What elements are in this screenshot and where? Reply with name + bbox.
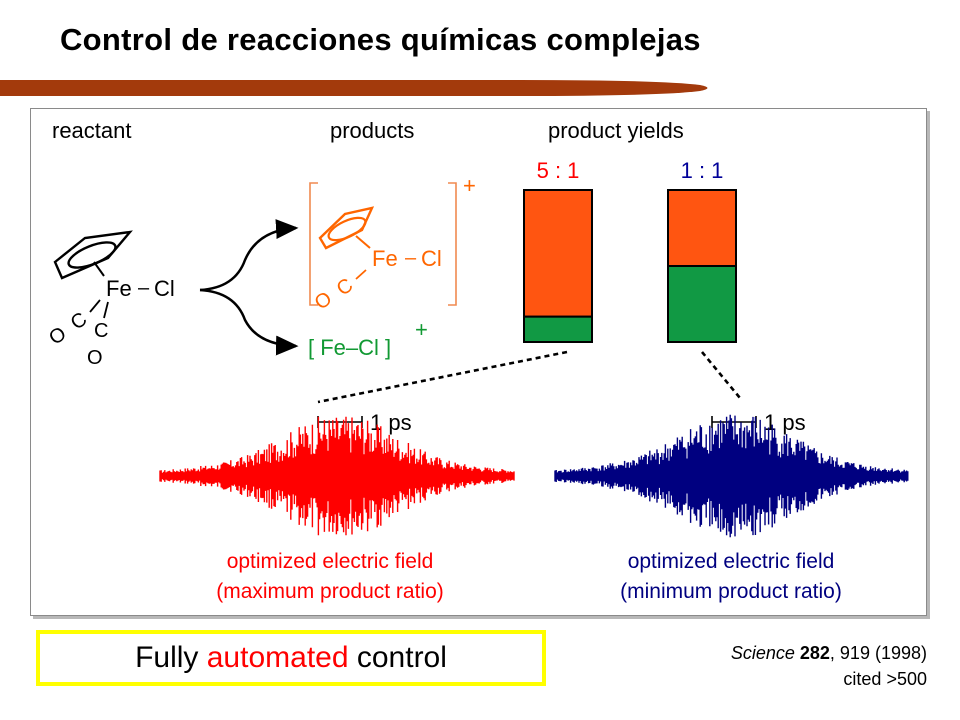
title-rule — [0, 80, 708, 96]
figure-frame — [30, 108, 927, 616]
header-product-yields: product yields — [548, 118, 684, 143]
yield-bar-2-lower-segment — [667, 265, 737, 343]
reactant-bond: – — [138, 277, 150, 299]
reactant-carbon-1: C — [67, 308, 91, 334]
field-blue-caption-line2: (minimum product ratio) — [620, 580, 842, 603]
product-upper-carbon: C — [333, 274, 357, 300]
connector-left — [317, 350, 568, 404]
yield-bar-1-upper-segment — [523, 189, 593, 318]
citation: Science 282, 919 (1998) cited >500 — [731, 640, 927, 692]
header-products: products — [330, 118, 414, 143]
reactant-molecule: Fe – Cl C O C O — [45, 230, 175, 369]
citation-journal: Science — [730, 643, 795, 663]
arrow-lower — [199, 288, 299, 356]
reactant-carbon-2: C — [94, 320, 108, 342]
automated-control-box: Fully automated control — [36, 630, 546, 686]
field-red-wave-trace — [159, 416, 515, 536]
product-upper-cl: Cl — [421, 246, 442, 271]
field-blue-caption-line1: optimized electric field — [628, 550, 835, 573]
header-reactant: reactant — [52, 118, 132, 143]
field-blue-waveform — [554, 414, 909, 538]
reactant-cyclopentadienyl-ring — [53, 230, 133, 280]
product-upper-charge: + — [463, 173, 476, 198]
product-lower-formula: [ Fe–Cl ] — [308, 335, 391, 360]
reaction-arrows — [199, 219, 299, 356]
reactant-oxygen-1: O — [45, 323, 70, 350]
connector-right — [700, 351, 742, 399]
field-blue: 1 ps optimized electric field (minimum p… — [554, 410, 909, 603]
product-upper-fe: Fe — [372, 246, 398, 271]
field-red: 1 ps optimized electric field (maximum p… — [159, 410, 515, 603]
citation-volume: 282 — [799, 643, 830, 663]
field-red-waveform — [159, 416, 515, 536]
product-upper-bond: – — [405, 247, 417, 269]
control-text-accent: automated — [206, 641, 349, 674]
yield-bars: 5 : 1 1 : 1 — [523, 158, 737, 343]
citation-cited: cited >500 — [843, 669, 927, 689]
product-cyclopentadienyl-ring — [318, 206, 375, 250]
product-upper-oxygen: O — [311, 288, 336, 315]
field-red-scale-label: 1 ps — [370, 410, 412, 435]
product-lower: [ Fe–Cl ] + — [308, 317, 428, 360]
slide-title: Control de reacciones químicas complejas — [60, 22, 701, 57]
yield-bar-2-upper-segment — [667, 189, 737, 267]
arrow-upper — [199, 219, 299, 292]
product-lower-charge: + — [415, 317, 428, 342]
citation-pages-year: , 919 (1998) — [829, 643, 927, 663]
control-text-after: control — [348, 641, 447, 674]
control-text-before: Fully — [135, 641, 207, 674]
product-upper: + Fe – Cl C O — [309, 173, 476, 315]
reactant-fe: Fe — [106, 276, 132, 301]
product-ring-circle — [327, 216, 367, 242]
yield-bar-1-lower-segment — [523, 315, 593, 343]
field-blue-scale-label: 1 ps — [764, 410, 806, 435]
reactant-cl: Cl — [154, 276, 175, 301]
field-red-caption-line2: (maximum product ratio) — [216, 580, 444, 603]
field-red-caption-line1: optimized electric field — [227, 550, 434, 573]
citation-reference: Science 282, 919 (1998) — [731, 640, 927, 666]
reactant-ring-circle — [67, 241, 117, 269]
yield-ratio-label-2: 1 : 1 — [681, 158, 724, 183]
yield-ratio-label-1: 5 : 1 — [537, 158, 580, 183]
reactant-oxygen-2: O — [87, 347, 103, 369]
field-blue-wave-trace — [554, 414, 909, 538]
